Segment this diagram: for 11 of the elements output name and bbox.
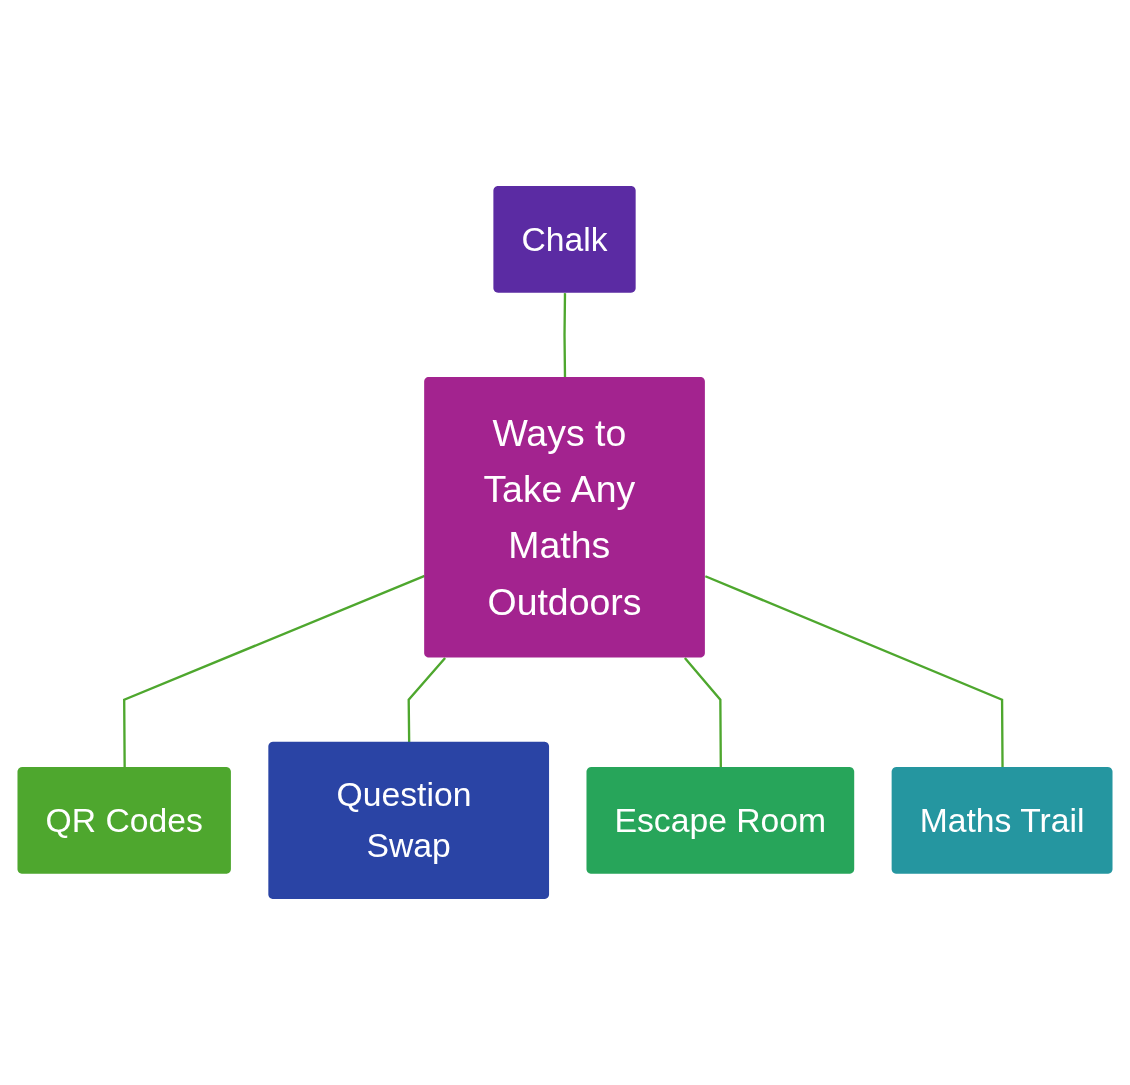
- connector: [563, 293, 567, 378]
- node-box: Ways to Take Any Maths Outdoors: [424, 376, 705, 658]
- node-box: Question Swap: [268, 741, 550, 899]
- node-box: Maths Trail: [891, 767, 1113, 874]
- node-box: Escape Room: [586, 767, 855, 874]
- connector: [704, 575, 1004, 768]
- connector: [407, 657, 446, 743]
- connector: [123, 574, 426, 768]
- node-box: Chalk: [493, 186, 636, 293]
- node-box: QR Codes: [17, 767, 231, 874]
- connector: [683, 657, 722, 768]
